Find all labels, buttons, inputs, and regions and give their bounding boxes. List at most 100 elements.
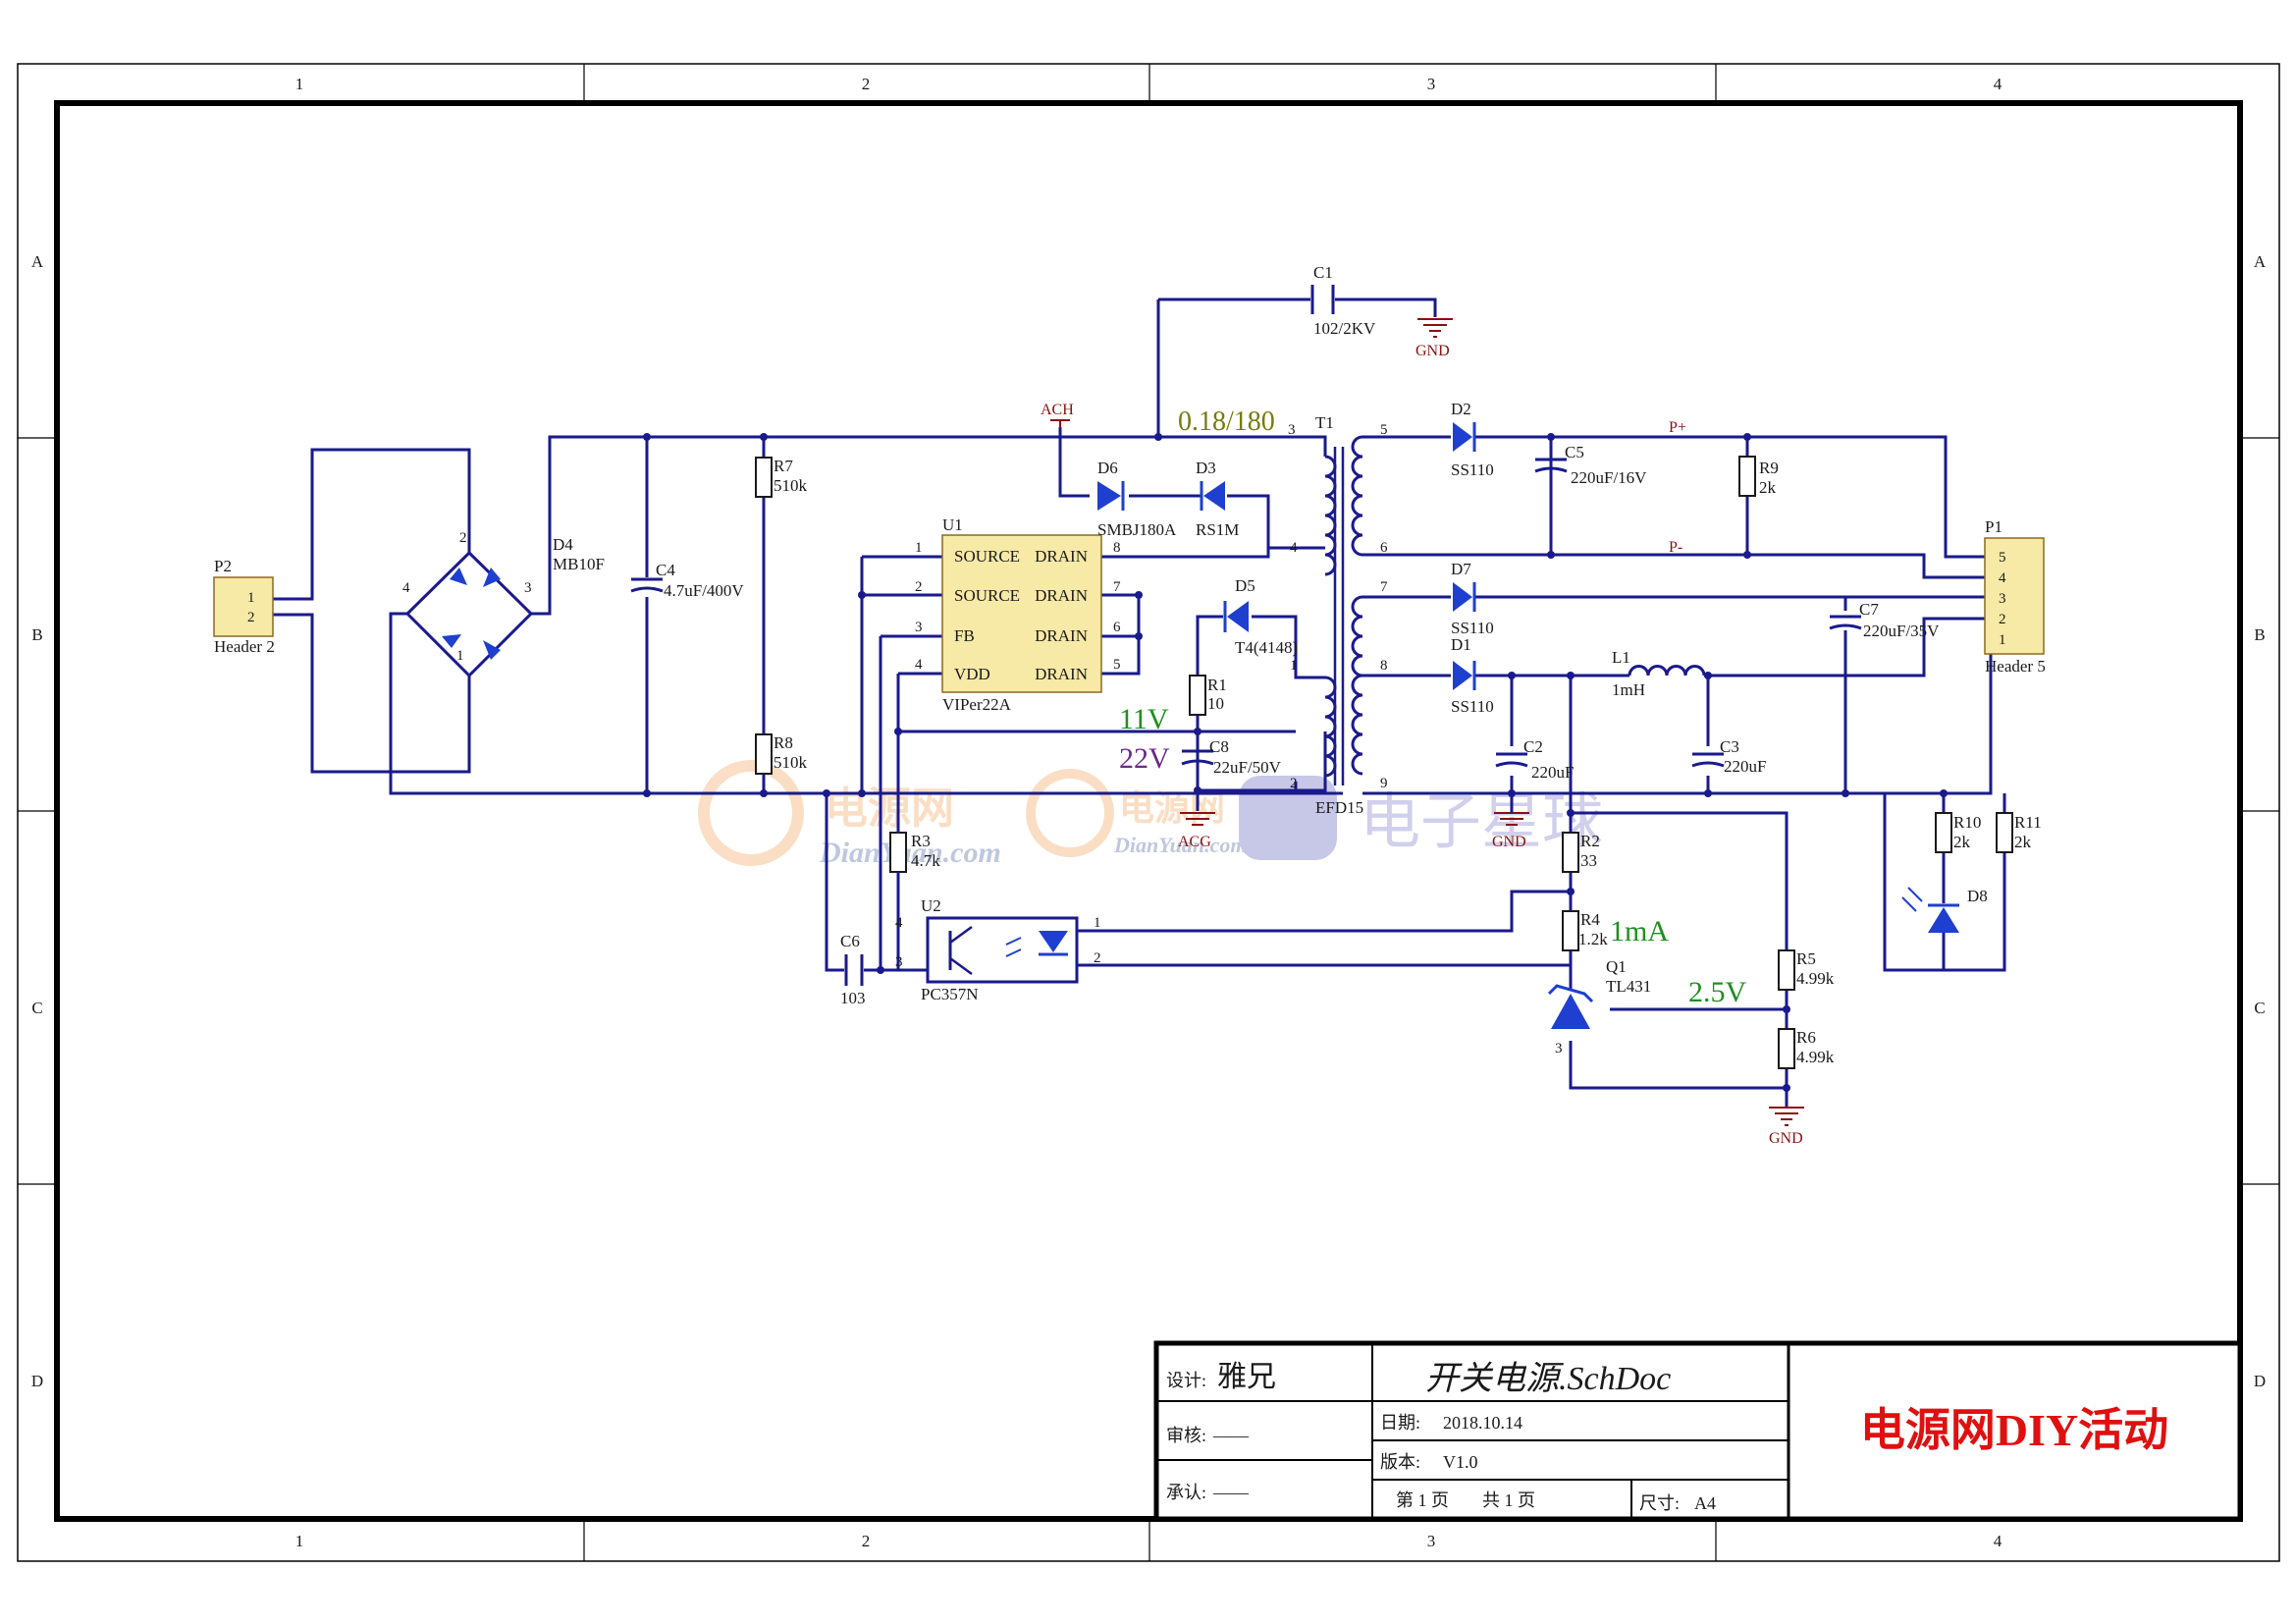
r6-value: 4.99k [1796, 1048, 1835, 1066]
review-label: 审核: [1166, 1426, 1206, 1445]
zone-col-top-3: 3 [1427, 75, 1436, 93]
t1-pin-2: 2 [1290, 776, 1298, 791]
approve-value: —— [1212, 1483, 1250, 1502]
u1-label-source-2: SOURCE [954, 586, 1020, 605]
u1-label-drain-2: DRAIN [1035, 586, 1088, 605]
t1-ref: T1 [1315, 413, 1334, 432]
resistor-r9: R9 2k [1738, 456, 1779, 497]
r1-value: 10 [1207, 694, 1224, 713]
zone-row-left-B: B [31, 625, 42, 644]
p2-pin-2: 2 [247, 610, 255, 625]
r6-ref: R6 [1796, 1028, 1816, 1047]
r11-value: 2k [2014, 833, 2032, 851]
u1-label-fb: FB [954, 626, 975, 645]
u2-value: PC357N [921, 985, 979, 1003]
u1-label-vdd: VDD [954, 665, 990, 683]
r8-ref: R8 [774, 733, 793, 752]
u1-label-drain-4: DRAIN [1035, 665, 1088, 683]
watermark-2-cn: 电源网 [1119, 788, 1225, 828]
r10-value: 2k [1953, 833, 1971, 851]
net-ach: ACH [1041, 402, 1074, 428]
r1-ref: R1 [1207, 676, 1227, 694]
c6-ref: C6 [840, 932, 860, 950]
watermark-logo-2-icon [1026, 769, 1114, 857]
zone-col-bottom-4: 4 [1994, 1532, 2002, 1550]
capacitor-c6: C6 103 [840, 932, 866, 1007]
t1-pin-8: 8 [1380, 658, 1388, 674]
r2-ref: R2 [1580, 832, 1600, 850]
resistor-r6: R6 4.99k [1778, 1028, 1835, 1069]
zone-labels: 1 2 3 4 1 2 3 4 A B C D A B C D [31, 75, 2267, 1550]
r11-ref: R11 [2014, 813, 2042, 832]
t1-pin-5: 5 [1380, 422, 1388, 438]
p1-pin-5: 5 [1999, 550, 2006, 566]
u1-pin-5: 5 [1113, 657, 1121, 673]
p1-pin-2: 2 [1999, 612, 2006, 627]
date-label: 日期: [1380, 1413, 1420, 1433]
size-label: 尺寸: [1639, 1493, 1680, 1513]
resistor-r1: R1 10 [1189, 675, 1227, 716]
p1-value: Header 5 [1985, 657, 2046, 676]
zone-row-right-A: A [2254, 252, 2267, 271]
c5-value: 220uF/16V [1571, 468, 1647, 487]
watermark-logo-1-icon [698, 760, 804, 866]
c6-value: 103 [840, 989, 866, 1007]
d1-ref: D1 [1451, 635, 1471, 654]
net-p-minus: P- [1669, 539, 1682, 556]
inductor-l1: L1 1mH [1612, 648, 1706, 699]
l1-ref: L1 [1612, 648, 1630, 667]
u2-ref: U2 [921, 896, 941, 915]
t1-pin-4: 4 [1290, 540, 1298, 556]
r5-value: 4.99k [1796, 969, 1835, 988]
junctions [643, 433, 1948, 1092]
r3-ref: R3 [911, 832, 931, 850]
d4-value: MB10F [553, 555, 605, 573]
vdd-22v-note: 22V [1119, 742, 1170, 775]
u1-label-drain-1: DRAIN [1035, 547, 1088, 566]
diode-d7: D7 SS110 [1451, 560, 1494, 637]
c2-value: 220uF [1531, 763, 1574, 782]
gnd-label-secondary: GND [1492, 834, 1526, 850]
d7-value: SS110 [1451, 619, 1494, 637]
r7-ref: R7 [774, 457, 793, 475]
title-block: 设计: 雅兄 审核: —— 承认: —— 开关电源.SchDoc 日期: 201… [1153, 1340, 2243, 1522]
c2-ref: C2 [1523, 737, 1543, 756]
resistor-r7: R7 510k [755, 457, 808, 498]
zone-dividers [18, 64, 2279, 1561]
u1-label-drain-3: DRAIN [1035, 626, 1088, 645]
current-1ma-note: 1mA [1610, 915, 1669, 947]
zone-col-bottom-3: 3 [1427, 1532, 1436, 1550]
shunt-regulator-q1: Q1 TL431 3 [1547, 957, 1651, 1056]
ref-2v5-note: 2.5V [1688, 976, 1747, 1008]
watermark-1-cn: 电源网 [825, 785, 954, 833]
c3-ref: C3 [1720, 737, 1739, 756]
gnd-label-feedback: GND [1769, 1130, 1803, 1147]
u1-pin-6: 6 [1113, 620, 1121, 635]
d4-pin-3: 3 [524, 580, 532, 596]
capacitor-c5: C5 220uF/16V [1534, 437, 1647, 555]
gnd-symbol-top: GND [1415, 318, 1453, 359]
d5-value: T4(4148) [1235, 638, 1298, 657]
r10-ref: R10 [1953, 813, 1981, 832]
connector-p1: P1 5 4 3 2 1 Header 5 [1984, 517, 2046, 676]
r9-ref: R9 [1759, 459, 1779, 477]
c7-ref: C7 [1859, 600, 1879, 619]
u1-pin-4: 4 [915, 657, 923, 673]
page-total: 共 1 页 [1482, 1490, 1535, 1510]
u1-pin-7: 7 [1113, 579, 1121, 595]
q1-value: TL431 [1606, 977, 1651, 996]
r9-value: 2k [1759, 478, 1777, 497]
d4-pin-2: 2 [459, 530, 467, 546]
gnd-label-top: GND [1415, 343, 1450, 359]
p1-pin-3: 3 [1999, 591, 2006, 607]
c4-value: 4.7uF/400V [664, 581, 744, 600]
zone-col-top-1: 1 [295, 75, 304, 93]
u1-pin-2: 2 [915, 579, 923, 595]
turns-ratio-note: 0.18/180 [1178, 406, 1275, 437]
vdd-11v-note: 11V [1119, 703, 1169, 735]
d3-ref: D3 [1196, 459, 1216, 477]
approve-label: 承认: [1166, 1483, 1206, 1502]
c8-ref: C8 [1209, 737, 1229, 756]
p2-pin-1: 1 [247, 590, 255, 606]
